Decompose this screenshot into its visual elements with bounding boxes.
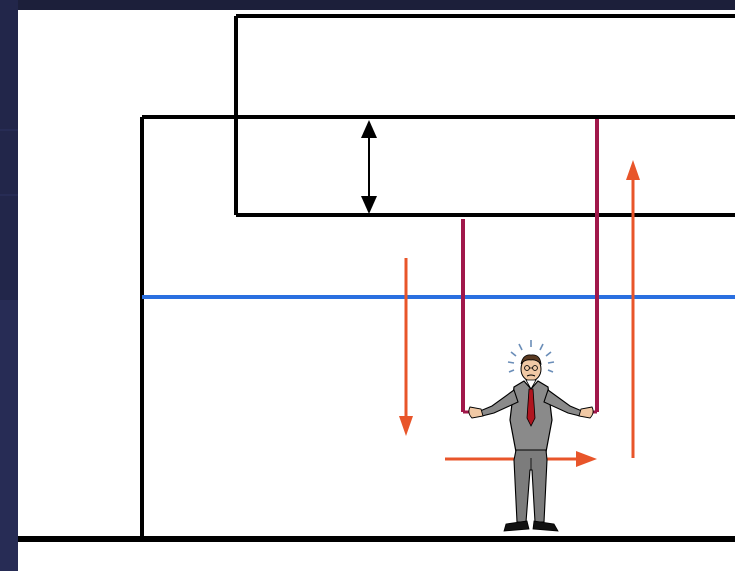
right-arrow [445,451,597,467]
left-rope [461,219,476,414]
diagram-canvas [18,14,735,542]
up-arrow [626,160,640,458]
worried-man-in-suit-icon [468,340,594,532]
outer-frame [140,115,735,538]
right-rope [584,119,599,414]
down-arrow [399,258,413,436]
diagram-slide [18,10,735,571]
gap-dimension-arrow [361,120,377,214]
